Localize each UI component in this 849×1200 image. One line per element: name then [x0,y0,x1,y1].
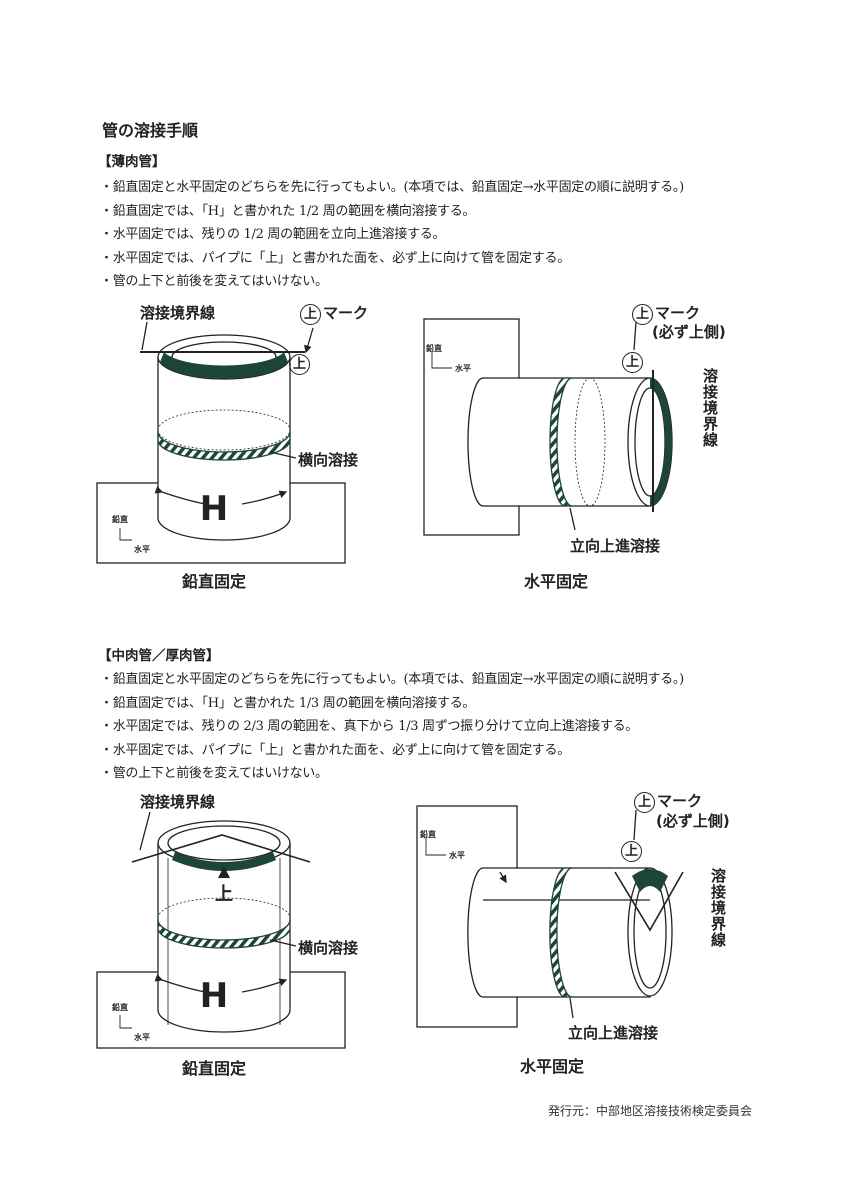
page-title: 管の溶接手順 [102,121,199,140]
axis-vertical: 鉛直 [112,515,128,524]
axis-horizontal: 水平 [134,1033,150,1042]
bullet: ・管の上下と前後を変えてはいけない。 [100,766,328,781]
publisher-footer: 発行元：中部地区溶接技術検定委員会 [548,1104,753,1118]
boundary-label: 溶接境界線 [140,793,216,811]
vertical-up-weld-label: 立向上進溶接 [568,1024,659,1042]
horizontal-fix-diagram-thin [423,318,673,536]
axis-vertical: 鉛直 [426,344,442,353]
boundary-label: 溶接境界線 [709,868,727,948]
horizontal-weld-label: 横向溶接 [298,451,359,469]
h-mark: H [200,489,228,529]
up-mark-label: 上マーク [634,790,702,813]
section-heading-thick: 【中肉管／厚肉管】 [98,648,220,664]
caption-horizontal-fix: 水平固定 [520,1057,585,1076]
bullet: ・鉛直固定では、「H」と書かれた 1/2 周の範囲を横向溶接する。 [100,204,476,219]
vertical-up-weld-label: 立向上進溶接 [570,537,661,555]
bullet: ・水平固定では、パイプに「上」と書かれた面を、必ず上に向けて管を固定する。 [100,743,570,758]
bullet: ・水平固定では、残りの 2/3 周の範囲を、真下から 1/3 周ずつ振り分けて立… [100,719,638,734]
up-mark-icon: 上 [289,354,310,375]
boundary-label: 溶接境界線 [140,304,216,322]
caption-horizontal-fix: 水平固定 [524,572,589,591]
up-mark-icon: 上 [300,304,321,325]
caption-vertical-fix: 鉛直固定 [182,572,247,591]
axis-horizontal: 水平 [134,545,150,554]
bullet: ・水平固定では、パイプに「上」と書かれた面を、必ず上に向けて管を固定する。 [100,251,570,266]
vertical-fix-diagram-thin [96,321,346,564]
bullet: ・水平固定では、残りの 1/2 周の範囲を立向上進溶接する。 [100,227,446,242]
boundary-label: 溶接境界線 [701,368,719,448]
bullet: ・鉛直固定では、「H」と書かれた 1/3 周の範囲を横向溶接する。 [100,696,476,711]
bullet: ・鉛直固定と水平固定のどちらを先に行ってもよい。(本項では、鉛直固定→水平固定の… [100,672,684,687]
up-char: 上 [215,884,233,905]
always-up-label: (必ず上側) [656,812,730,830]
section-heading-thin: 【薄肉管】 [98,154,166,170]
always-up-label: (必ず上側) [652,323,726,341]
up-mark-label: 上マーク [300,302,368,325]
vertical-fix-diagram-thick [96,811,346,1049]
up-mark-icon: 上 [622,352,643,373]
h-mark: H [200,976,228,1016]
axis-horizontal: 水平 [455,364,471,373]
horizontal-weld-label: 横向溶接 [298,939,359,957]
up-mark-icon: 上 [621,841,642,862]
horizontal-fix-diagram-thick [416,805,684,1028]
axis-vertical: 鉛直 [420,830,436,839]
bullet: ・鉛直固定と水平固定のどちらを先に行ってもよい。(本項では、鉛直固定→水平固定の… [100,180,684,195]
axis-horizontal: 水平 [449,851,465,860]
bullet: ・管の上下と前後を変えてはいけない。 [100,274,328,289]
caption-vertical-fix: 鉛直固定 [182,1059,247,1078]
axis-vertical: 鉛直 [112,1003,128,1012]
up-mark-label: 上マーク [632,302,700,325]
